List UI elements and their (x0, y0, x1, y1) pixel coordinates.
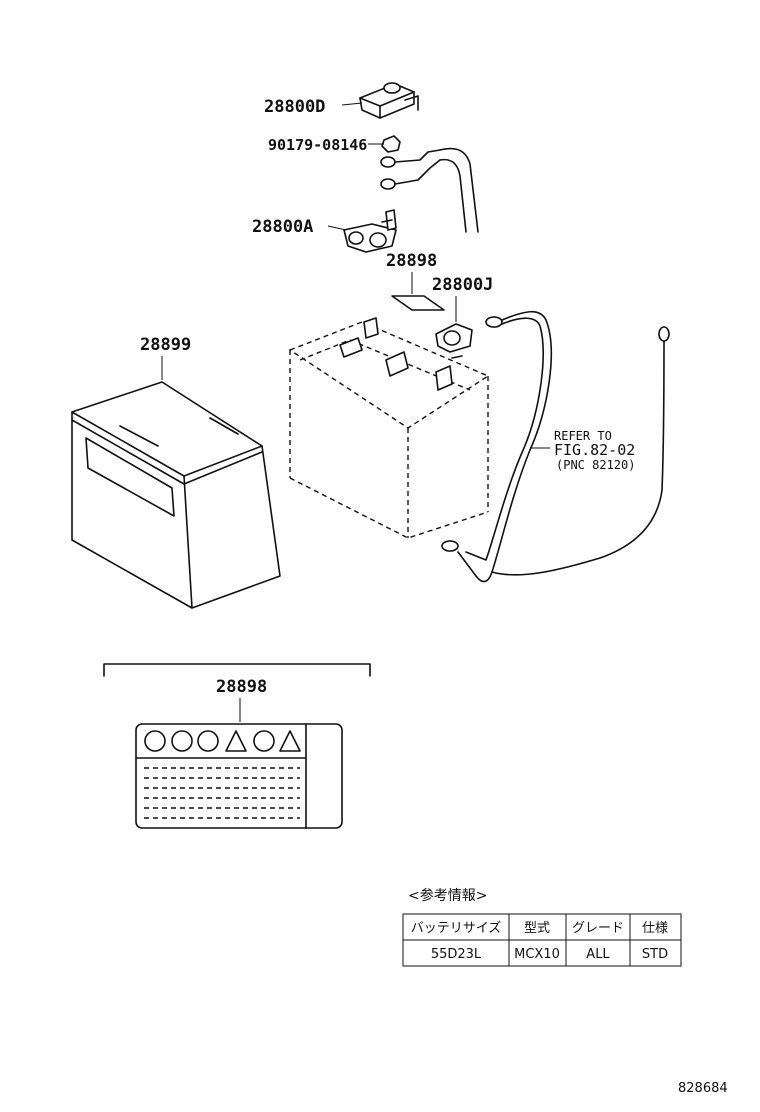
table-cell-grade: ALL (586, 947, 610, 962)
part-number-90179-08146: 90179-08146 (268, 136, 367, 154)
positive-cable-illustration (380, 147, 479, 233)
battery-illustration (288, 317, 490, 539)
reference-title: <参考情報> (408, 887, 487, 904)
clamp-illustration (343, 209, 397, 253)
warning-circle-icon (197, 730, 219, 752)
reference-table: バッテリサイズ 型式 グレード 仕様 55D23L MCX10 ALL STD (402, 913, 682, 967)
table-cell-model: MCX10 (514, 947, 560, 962)
table-header-grade: グレード (572, 921, 624, 936)
negative-cable-illustration (441, 310, 670, 583)
part-number-28898-small: 28898 (386, 251, 437, 271)
part-number-28800D: 28800D (264, 97, 325, 117)
small-label-illustration (391, 295, 445, 311)
part-number-28899: 28899 (140, 335, 191, 355)
diagram-id: 828684 (678, 1081, 728, 1096)
terminal-cover-illustration (359, 82, 419, 119)
caution-label-illustration (135, 723, 343, 829)
table-cell-battery-size: 55D23L (431, 947, 482, 962)
warning-circle-icon (144, 730, 166, 752)
nut-illustration (381, 135, 401, 153)
table-header-battery-size: バッテリサイズ (411, 920, 502, 936)
refer-note-line2: FIG.82-02 (554, 441, 635, 459)
battery-tray-illustration (71, 381, 281, 609)
terminal-j-illustration (435, 323, 473, 353)
table-header-model: 型式 (524, 921, 550, 936)
warning-circle-icon (171, 730, 193, 752)
part-number-28800A: 28800A (252, 217, 313, 237)
warning-triangle-icon (279, 730, 301, 752)
warning-circle-icon (253, 730, 275, 752)
table-header-spec: 仕様 (642, 921, 668, 936)
part-number-28800J: 28800J (432, 275, 493, 295)
group-bracket (103, 663, 371, 677)
warning-triangle-icon (225, 730, 247, 752)
refer-note-line3: (PNC 82120) (556, 458, 635, 472)
part-number-28898-caution: 28898 (216, 677, 267, 697)
refer-note-line1: REFER TO (554, 429, 612, 443)
table-cell-spec: STD (642, 947, 668, 962)
